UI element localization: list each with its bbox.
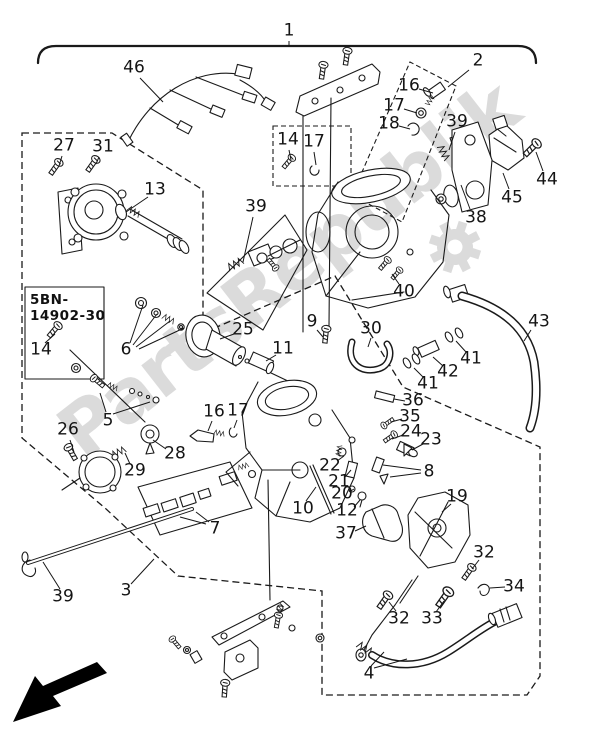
part-label-13: 13 xyxy=(144,179,166,200)
starter-plunger-group xyxy=(407,81,446,136)
part-label-27: 27 xyxy=(53,135,75,156)
part-label-20: 20 xyxy=(331,483,353,504)
part-label-41: 41 xyxy=(417,373,439,394)
bottom-bracket-group xyxy=(167,479,325,698)
spring-group-39-left xyxy=(206,214,308,331)
dashed-boundary xyxy=(21,132,541,696)
part-label-19: 19 xyxy=(446,486,468,507)
part-label-39: 39 xyxy=(245,196,267,217)
part-label-35: 35 xyxy=(399,406,421,427)
carburetor-upper xyxy=(256,167,450,309)
wire-harness-46 xyxy=(120,63,276,147)
part-number-box xyxy=(24,286,105,380)
part-label-16: 16 xyxy=(398,75,420,96)
part-label-42: 42 xyxy=(437,361,459,382)
part-label-33: 33 xyxy=(421,608,443,629)
part-label-32: 32 xyxy=(473,542,495,563)
fuel-rail xyxy=(295,46,381,333)
part-label-26: 26 xyxy=(57,419,79,440)
part-label-40: 40 xyxy=(393,281,415,302)
sensor-45-screw-44-bracket-38 xyxy=(435,114,544,213)
fittings-group xyxy=(319,324,464,431)
part-label-10: 10 xyxy=(292,498,314,519)
part-label-17: 17 xyxy=(227,400,249,421)
choke-rod-39-bottom xyxy=(21,507,194,577)
part-label-16: 16 xyxy=(203,401,225,422)
part-label-29: 29 xyxy=(124,460,146,481)
jets-group-7 xyxy=(137,461,253,536)
part-label-8: 8 xyxy=(423,461,435,482)
part-label-23: 23 xyxy=(420,429,442,450)
dashed-box-14-17 xyxy=(272,125,352,187)
part-label-31: 31 xyxy=(92,136,114,157)
slide-group-6-25 xyxy=(134,296,291,383)
part-label-32: 32 xyxy=(388,608,410,629)
part-label-46: 46 xyxy=(123,57,145,78)
part-label-34: 34 xyxy=(503,576,525,597)
hose-43 xyxy=(443,283,541,433)
leader-lines xyxy=(42,41,544,669)
part-label-9: 9 xyxy=(306,311,318,332)
part-label-36: 36 xyxy=(402,390,424,411)
part-label-7: 7 xyxy=(209,518,221,539)
carburetor-lower xyxy=(225,379,356,523)
part-label-28: 28 xyxy=(164,443,186,464)
part-label-12: 12 xyxy=(336,500,358,521)
part-label-14: 14 xyxy=(30,339,52,360)
pilot-screw-16-17 xyxy=(189,427,238,443)
part-label-38: 38 xyxy=(465,207,487,228)
dashed-box-2 xyxy=(351,61,457,223)
part-label-1: 1 xyxy=(283,20,295,41)
part-label-37: 37 xyxy=(335,523,357,544)
part-label-43: 43 xyxy=(528,311,550,332)
part-label-5: 5 xyxy=(102,410,114,431)
part-label-3: 3 xyxy=(120,580,132,601)
part-number-text: 5BN- 14902-30 xyxy=(30,292,105,324)
part-label-14: 14 xyxy=(277,129,299,150)
part-label-41: 41 xyxy=(460,348,482,369)
float-chamber-19-group xyxy=(355,491,490,662)
part-label-44: 44 xyxy=(536,169,558,190)
part-label-25: 25 xyxy=(232,319,254,340)
part-label-45: 45 xyxy=(501,187,523,208)
part-label-6: 6 xyxy=(120,339,132,360)
part-number-line1: 5BN- xyxy=(30,292,69,308)
part-label-24: 24 xyxy=(400,421,422,442)
hose-4-group xyxy=(355,603,523,669)
cover-group-26-28-29 xyxy=(61,424,160,494)
part-label-11: 11 xyxy=(272,338,294,359)
part-label-39: 39 xyxy=(52,586,74,607)
part-label-18: 18 xyxy=(378,113,400,134)
part-label-2: 2 xyxy=(472,50,484,71)
float-group xyxy=(309,429,418,542)
part-label-21: 21 xyxy=(328,471,350,492)
direction-arrow xyxy=(13,662,107,722)
cover-group-27-31-13 xyxy=(46,153,190,255)
part-label-4: 4 xyxy=(363,663,375,684)
screw-14-clip-17-top xyxy=(279,152,320,176)
part-label-22: 22 xyxy=(319,455,341,476)
part-label-39: 39 xyxy=(446,111,468,132)
part-label-17: 17 xyxy=(303,131,325,152)
assembly-bracket xyxy=(36,44,538,65)
part-number-box-parts xyxy=(44,319,146,423)
part-number-line2: 14902-30 xyxy=(30,308,106,325)
part-label-17: 17 xyxy=(383,95,405,116)
part-label-30: 30 xyxy=(360,318,382,339)
needle-group-5 xyxy=(88,372,160,404)
